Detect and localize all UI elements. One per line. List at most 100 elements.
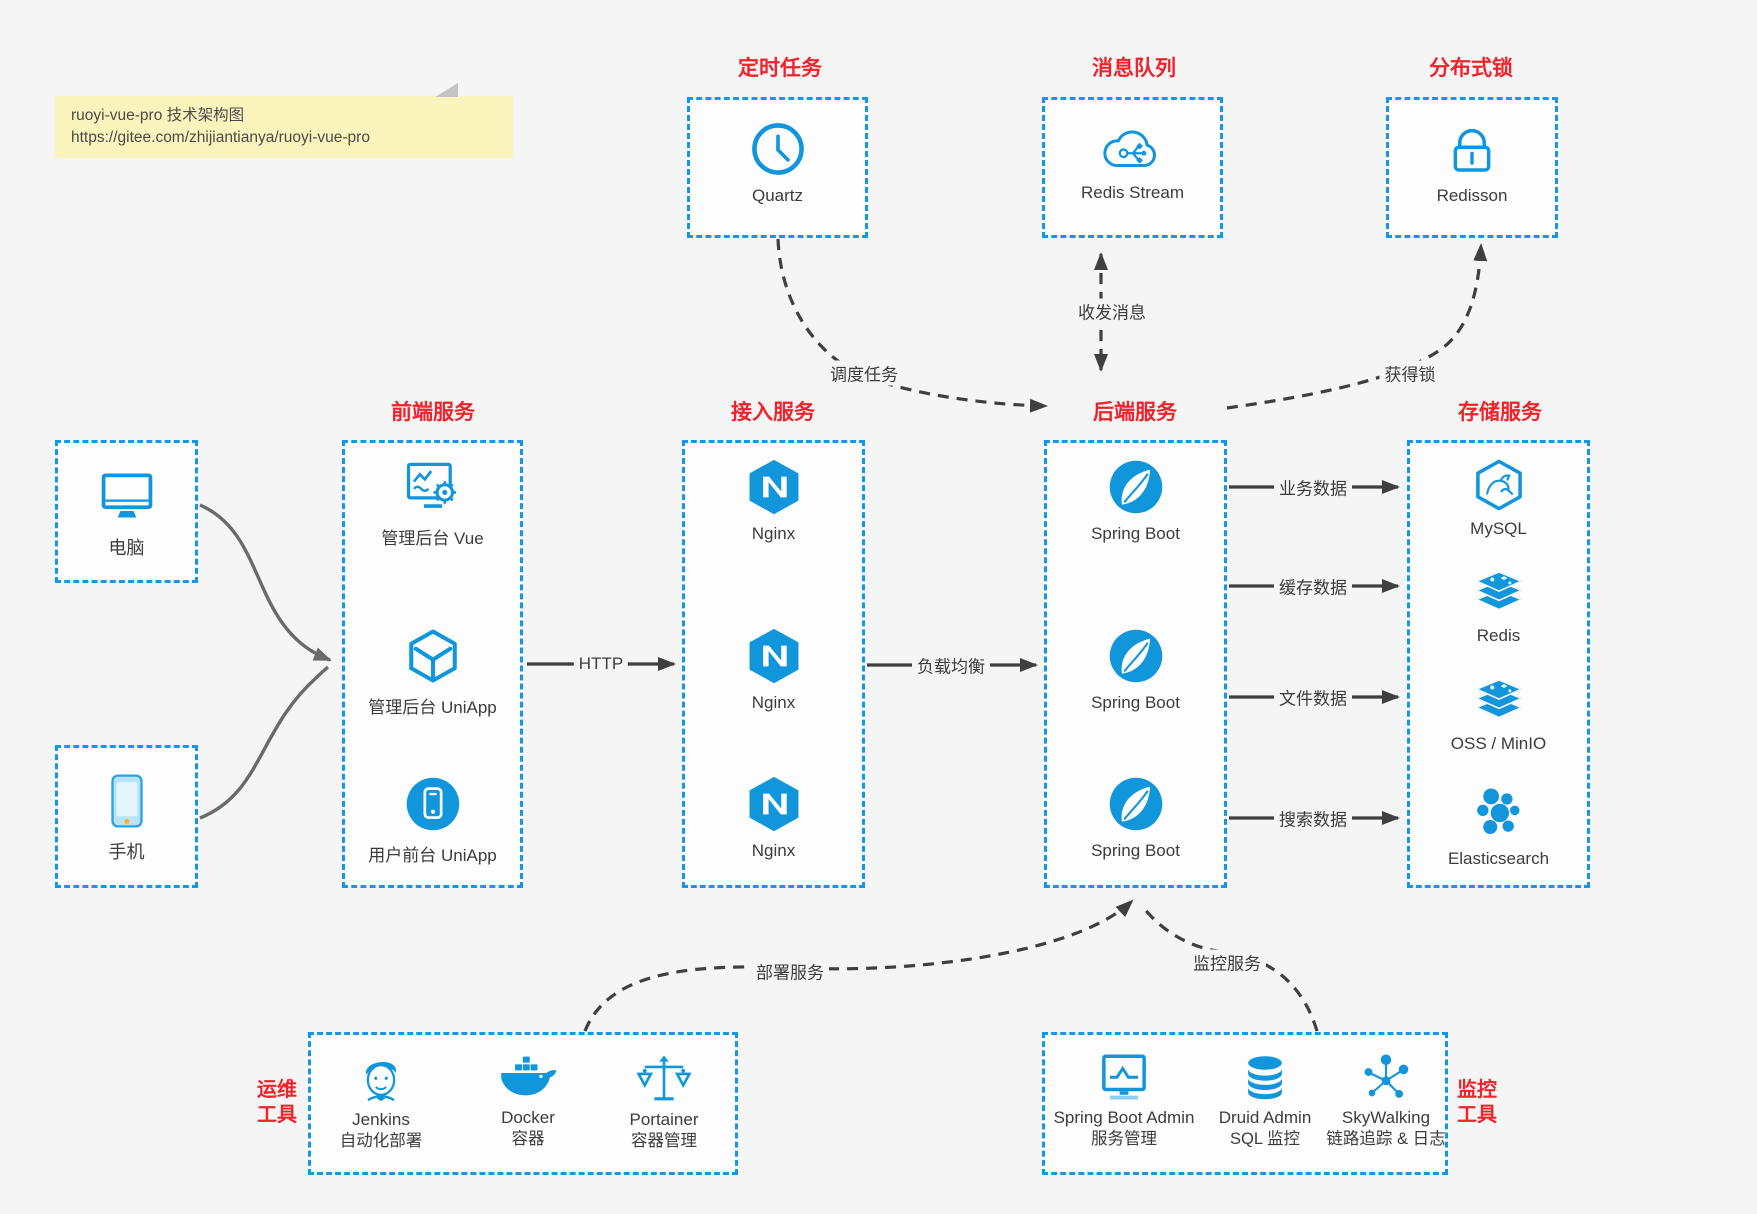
node-name: Spring Boot Admin <box>1053 1108 1195 1127</box>
phone-client-box: 手机 <box>55 745 198 888</box>
node-portainer: Portainer 容器管理 <box>595 1051 733 1152</box>
node-admin-uniapp: 管理后台 UniApp <box>345 627 520 718</box>
node-label: Nginx <box>751 693 796 712</box>
gateway-services-box: Nginx Nginx Nginx <box>682 440 865 888</box>
node-desc: 容器管理 <box>631 1132 697 1150</box>
title-frontend: 前端服务 <box>391 401 475 424</box>
spring-icon <box>1109 460 1162 514</box>
node-admin-vue: 管理后台 Vue <box>345 458 520 549</box>
node-springboot-3: Spring Boot <box>1047 775 1224 861</box>
redis-icon <box>1475 571 1522 611</box>
node-desc: 自动化部署 <box>339 1132 423 1150</box>
phone-icon <box>110 774 143 828</box>
edge-monitor-service <box>1142 907 1319 1032</box>
nginx-icon <box>749 459 798 515</box>
title-ops-tools: 运维 工具 <box>257 1079 297 1126</box>
druid-icon <box>1248 1056 1282 1100</box>
edge-acquire-lock <box>1226 243 1488 410</box>
edge-label-send-receive-message: 收发消息 <box>1073 298 1151 324</box>
note-title: ruoyi-vue-pro 技术架构图 <box>71 107 245 124</box>
node-nginx-1: Nginx <box>685 458 862 544</box>
edge-label-search-data: 搜索数据 <box>1274 805 1352 831</box>
node-label: Nginx <box>751 524 796 543</box>
title-queue: 消息队列 <box>1092 57 1176 80</box>
node-redisson: Redisson <box>1389 120 1555 206</box>
storage-services-box: MySQL Redis <box>1407 440 1590 888</box>
node-desc: 容器 <box>511 1130 545 1148</box>
nginx-icon <box>749 628 798 684</box>
node-nginx-3: Nginx <box>685 775 862 861</box>
edge-label-business-data: 业务数据 <box>1274 474 1352 500</box>
node-label: Redis Stream <box>1081 183 1184 202</box>
mysql-icon <box>1475 459 1522 511</box>
title-backend: 后端服务 <box>1093 401 1177 424</box>
node-name: Portainer <box>629 1110 699 1129</box>
edge-label-load-balance: 负载均衡 <box>912 652 990 678</box>
lock-icon <box>1453 128 1491 172</box>
node-docker: Docker 容器 <box>461 1051 595 1150</box>
node-label: MySQL <box>1470 519 1527 538</box>
node-desktop: 电脑 <box>58 465 195 560</box>
edge-desktop-to-frontend <box>199 503 332 662</box>
node-desc: 链路追踪 & 日志 <box>1326 1130 1446 1148</box>
nginx-icon <box>749 776 798 832</box>
admin-vue-icon <box>406 462 456 508</box>
title-monitor-tools: 监控 工具 <box>1457 1079 1497 1126</box>
node-label: OSS / MinIO <box>1450 734 1547 753</box>
frontend-services-box: 管理后台 Vue 管理后台 UniApp 用户前台 UniApp <box>342 440 523 888</box>
distributed-lock-box: Redisson <box>1386 97 1558 238</box>
clock-icon <box>751 123 804 175</box>
desktop-client-box: 电脑 <box>55 440 198 583</box>
edge-label-monitor-service: 监控服务 <box>1188 949 1266 975</box>
spring-icon <box>1109 629 1162 683</box>
node-druid-admin: Druid Admin SQL 监控 <box>1195 1051 1335 1150</box>
elasticsearch-icon <box>1476 788 1520 834</box>
node-spring-boot-admin: Spring Boot Admin 服务管理 <box>1045 1051 1203 1150</box>
node-redis-stream: Redis Stream <box>1045 122 1220 203</box>
edge-label-file-data: 文件数据 <box>1274 684 1352 710</box>
sticky-note: ruoyi-vue-pro 技术架构图 https://gitee.com/zh… <box>55 83 513 158</box>
node-label: 用户前台 UniApp <box>368 846 497 865</box>
node-elasticsearch: Elasticsearch <box>1410 785 1587 869</box>
node-label: Elasticsearch <box>1447 849 1550 868</box>
node-label: 电脑 <box>108 538 145 558</box>
edge-label-http: HTTP <box>573 654 629 674</box>
monitor-tools-box: Spring Boot Admin 服务管理 Druid Admin SQL 监… <box>1042 1032 1448 1175</box>
title-storage: 存储服务 <box>1458 401 1542 424</box>
node-name: Jenkins <box>352 1110 410 1129</box>
edge-label-deploy-service: 部署服务 <box>751 958 829 984</box>
note-fold-corner-icon <box>435 83 458 97</box>
edge-label-schedule-task: 调度任务 <box>825 360 903 386</box>
title-gateway: 接入服务 <box>731 401 815 424</box>
node-mysql: MySQL <box>1410 458 1587 539</box>
node-desc: 服务管理 <box>1091 1130 1157 1148</box>
node-label: 手机 <box>108 842 145 862</box>
edge-label-cache-data: 缓存数据 <box>1274 573 1352 599</box>
docker-icon <box>501 1056 557 1096</box>
node-label: 管理后台 UniApp <box>368 698 497 717</box>
node-jenkins: Jenkins 自动化部署 <box>313 1051 449 1152</box>
spring-boot-admin-icon <box>1102 1054 1146 1100</box>
jenkins-icon <box>365 1061 397 1102</box>
node-user-uniapp: 用户前台 UniApp <box>345 775 520 866</box>
node-label: Spring Boot <box>1091 841 1180 860</box>
message-queue-box: Redis Stream <box>1042 97 1223 238</box>
node-quartz: Quartz <box>690 120 865 206</box>
node-desc: SQL 监控 <box>1230 1130 1300 1148</box>
node-phone: 手机 <box>58 772 195 864</box>
node-name: Druid Admin <box>1218 1108 1312 1127</box>
node-label: Nginx <box>751 841 796 860</box>
spring-icon <box>1109 777 1162 831</box>
node-label: Quartz <box>751 186 804 205</box>
edge-phone-to-frontend <box>199 665 330 820</box>
edge-schedule-task <box>776 238 1048 413</box>
node-label: Spring Boot <box>1091 524 1180 543</box>
backend-services-box: Spring Boot Spring Boot Spring Boot <box>1044 440 1227 888</box>
desktop-icon <box>101 473 152 518</box>
note-url: https://gitee.com/zhijiantianya/ruoyi-vu… <box>71 129 370 146</box>
title-scheduler: 定时任务 <box>738 57 822 80</box>
title-lock: 分布式锁 <box>1429 57 1513 80</box>
cloud-stream-icon <box>1102 130 1156 168</box>
